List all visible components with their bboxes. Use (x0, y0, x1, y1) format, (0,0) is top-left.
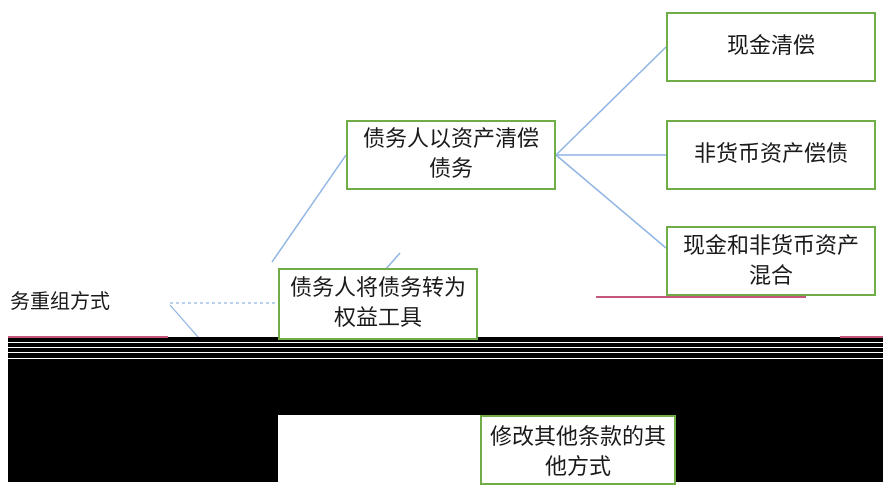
node-mixed-settlement: 现金和非货币资产混合 (666, 226, 876, 296)
node-other-methods: 修改其他条款的其他方式 (480, 415, 676, 485)
node-label: 债务人将债务转为权益工具 (289, 276, 466, 331)
render-glitch-band (8, 337, 883, 415)
connector-asset-mixed (555, 154, 667, 249)
node-label: 现金和非货币资产混合 (682, 234, 859, 289)
connector-fragment (384, 252, 401, 271)
render-glitch-stripe (8, 352, 883, 353)
render-glitch-band (676, 410, 883, 482)
accent-underline (596, 296, 806, 298)
node-label: 债务人以资产清偿债务 (362, 127, 539, 182)
node-root-restructuring: 务重组方式 (2, 264, 162, 336)
node-asset-settlement: 债务人以资产清偿债务 (346, 120, 556, 190)
render-glitch-band (8, 410, 278, 482)
connector-asset-cash (555, 46, 667, 156)
connector-root-asset (271, 154, 347, 263)
node-label: 现金清偿 (726, 34, 815, 59)
render-glitch-stripe (8, 342, 883, 343)
accent-underline (8, 336, 168, 338)
node-debt-to-equity: 债务人将债务转为权益工具 (278, 268, 478, 340)
node-noncash-asset-settlement: 非货币资产偿债 (666, 120, 876, 190)
accent-underline (840, 336, 883, 338)
node-label: 非货币资产偿债 (693, 142, 848, 167)
node-label: 务重组方式 (10, 289, 110, 313)
node-label: 修改其他条款的其他方式 (489, 425, 666, 480)
render-glitch-stripe (8, 347, 883, 348)
node-cash-settlement: 现金清偿 (666, 12, 876, 82)
render-glitch-stripe (8, 358, 883, 359)
